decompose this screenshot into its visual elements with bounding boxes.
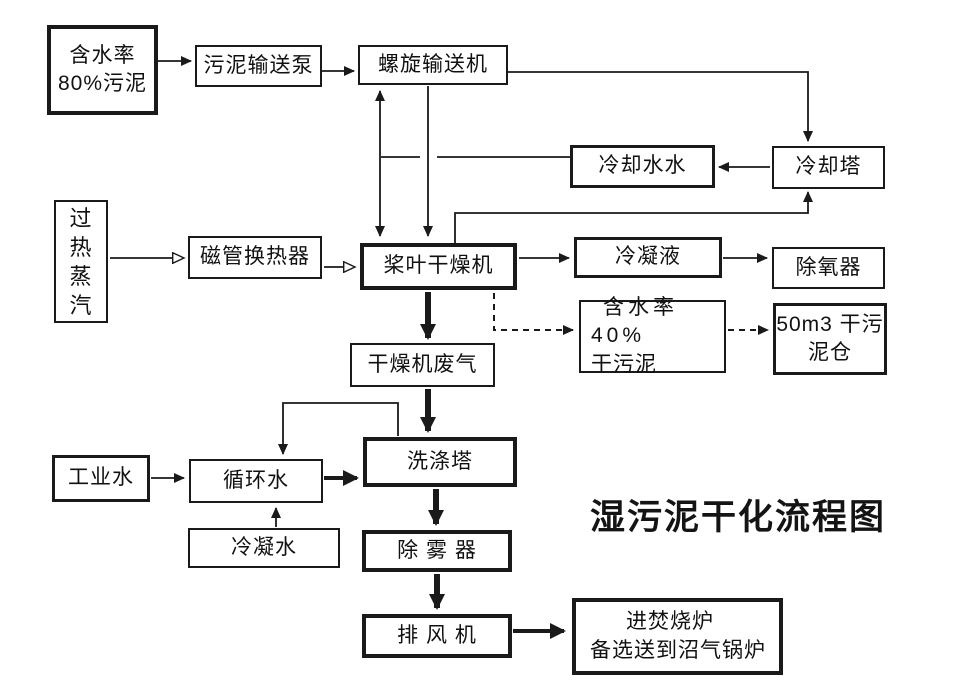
node-label: 含水率 40% xyxy=(591,295,678,348)
node-exhaust-fan: 排 风 机 xyxy=(362,614,512,658)
node-label: 循环水 xyxy=(223,468,289,492)
node-cooling-tower: 冷却塔 xyxy=(772,146,885,189)
node-screw-conveyor: 螺旋输送机 xyxy=(358,45,508,85)
node-label: 进焚烧炉 xyxy=(626,610,714,634)
node-dry-sludge-silo: 50m3 干污 泥仓 xyxy=(773,303,887,375)
node-superheated-steam: 过热蒸汽 xyxy=(54,200,108,323)
node-label: 洗涤塔 xyxy=(407,449,473,473)
node-label: 干燥机废气 xyxy=(367,352,478,376)
node-deaerator: 除氧器 xyxy=(772,247,885,289)
node-dryer-exhaust-gas: 干燥机废气 xyxy=(350,343,495,387)
node-label: 除 雾 器 xyxy=(397,538,477,562)
node-circulating-water: 循环水 xyxy=(189,459,323,503)
node-label: 污泥输送泵 xyxy=(203,53,314,77)
node-label: 桨叶干燥机 xyxy=(383,254,494,278)
node-label: 除氧器 xyxy=(795,255,862,279)
edge-screw-to-cooling-tower xyxy=(508,71,813,142)
node-label: 备选送到沼气锅炉 xyxy=(590,638,766,662)
node-label: 螺旋输送机 xyxy=(378,52,488,76)
node-wet-sludge-80: 含水率 80%污泥 xyxy=(47,25,158,115)
edge-dryer-vapor-to-cooling-tower xyxy=(454,191,813,243)
diagram-title: 湿污泥干化流程图 xyxy=(590,498,887,537)
edge-scrubber-to-circulating-water xyxy=(278,402,399,455)
node-label: 磁管换热器 xyxy=(200,245,310,269)
node-label: 泥仓 xyxy=(808,341,852,364)
node-label: 50m3 干污 xyxy=(776,312,884,336)
node-incinerator: 进焚烧炉 备选送到沼气锅炉 xyxy=(572,598,783,675)
node-cooling-water: 冷却水水 xyxy=(570,145,715,188)
node-paddle-dryer: 桨叶干燥机 xyxy=(360,243,517,290)
node-dry-sludge-40: 含水率 40% 干污泥 xyxy=(579,296,726,376)
edge-dryer-to-dry-sludge xyxy=(493,293,574,335)
node-label: 工业水 xyxy=(68,466,134,490)
node-label: 冷却水水 xyxy=(598,154,687,178)
node-scrubber-tower: 洗涤塔 xyxy=(363,437,517,487)
node-condensate: 冷凝液 xyxy=(574,237,722,278)
node-coil-heat-exchanger: 磁管换热器 xyxy=(188,236,322,279)
node-industrial-water: 工业水 xyxy=(52,455,150,502)
node-condensed-water: 冷凝水 xyxy=(188,528,340,568)
node-demister: 除 雾 器 xyxy=(362,530,512,572)
node-label: 干污泥 xyxy=(591,352,657,376)
node-label: 冷凝水 xyxy=(231,535,297,559)
node-label: 冷却塔 xyxy=(795,155,862,179)
node-label: 80%污泥 xyxy=(57,72,148,95)
node-sludge-pump: 污泥输送泵 xyxy=(195,45,322,87)
node-label: 排 风 机 xyxy=(397,623,477,647)
node-label: 冷凝液 xyxy=(615,245,681,269)
node-label: 过热蒸汽 xyxy=(69,205,93,318)
node-label: 含水率 xyxy=(69,43,136,67)
